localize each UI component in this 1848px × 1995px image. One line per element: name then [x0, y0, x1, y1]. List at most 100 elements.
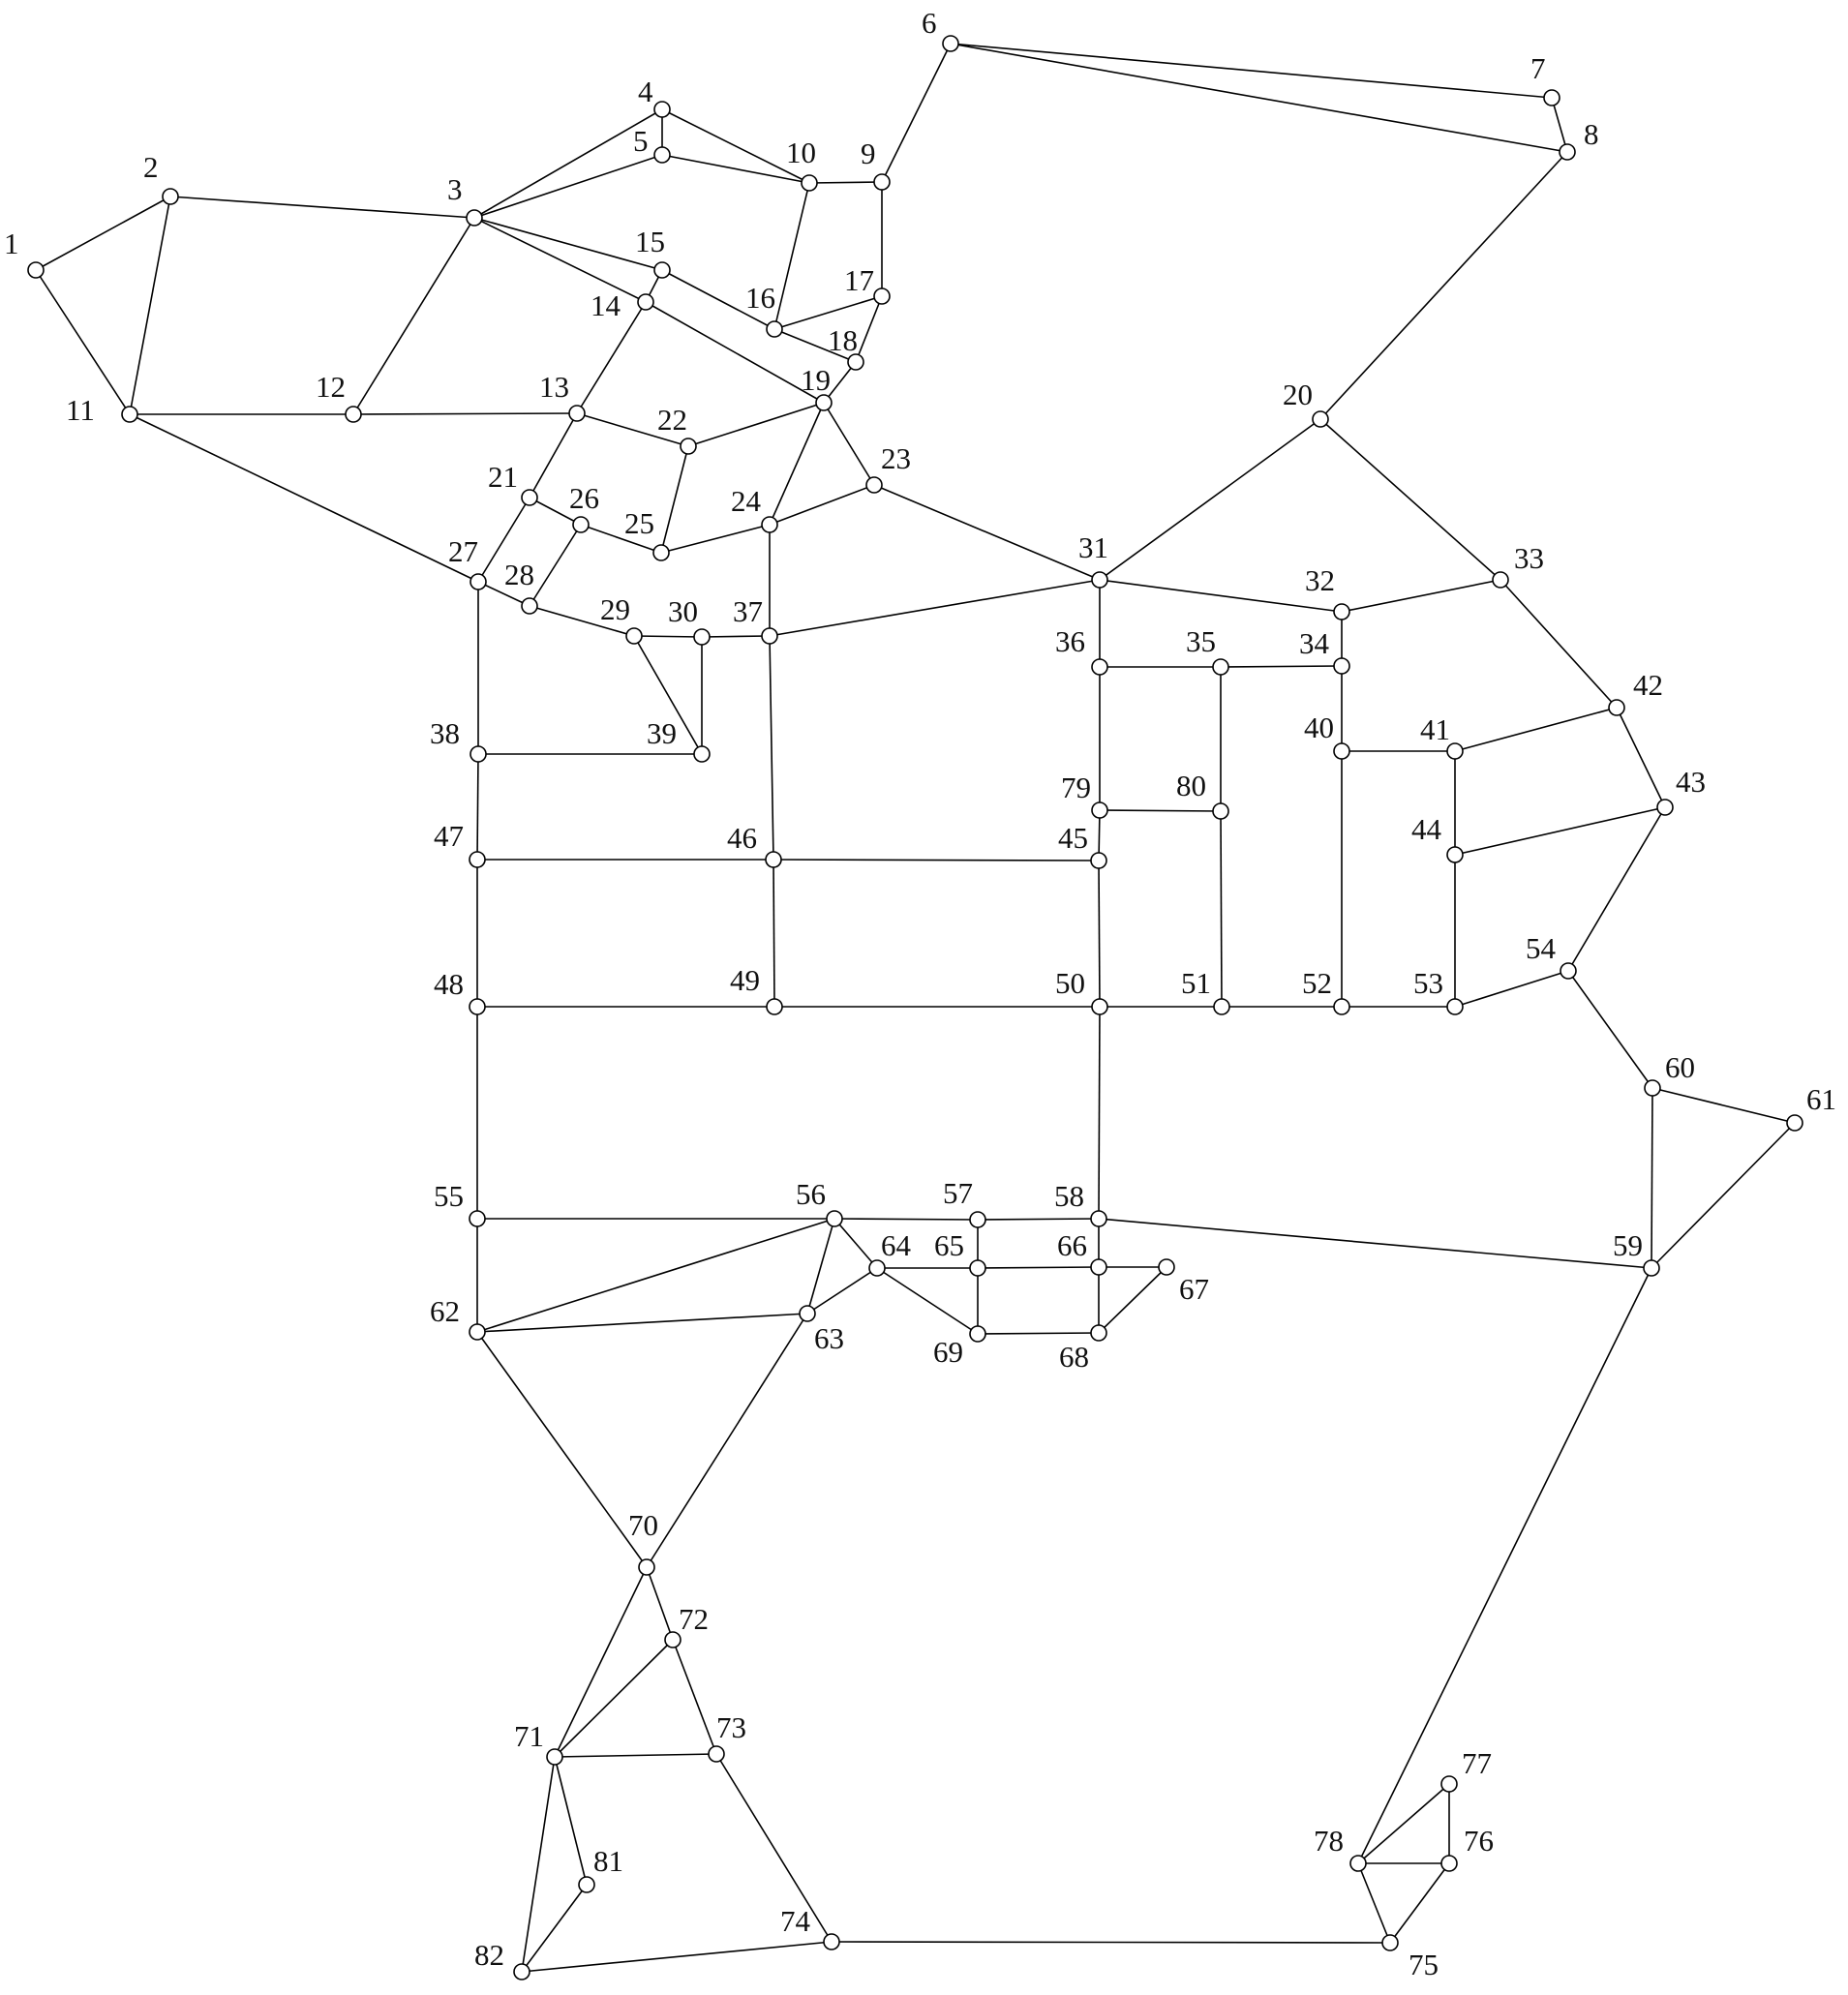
edge-20-31 [1099, 418, 1321, 581]
node-label-13: 13 [539, 370, 569, 404]
node-label-50: 50 [1055, 966, 1085, 1000]
edge-82-74 [521, 1941, 833, 1973]
node-label-47: 47 [434, 819, 464, 853]
node-16 [766, 320, 783, 338]
node-label-78: 78 [1314, 1824, 1344, 1858]
node-label-1: 1 [4, 227, 19, 260]
edge-12-13 [352, 412, 578, 415]
node-43 [1656, 799, 1674, 816]
node-58 [1090, 1210, 1107, 1227]
edge-63-64 [806, 1267, 878, 1315]
node-39 [693, 745, 711, 763]
node-21 [521, 489, 538, 506]
edge-72-73 [672, 1639, 717, 1755]
node-74 [823, 1933, 840, 1950]
node-label-69: 69 [933, 1335, 963, 1369]
edge-45-50 [1098, 860, 1101, 1008]
node-80 [1212, 802, 1229, 820]
node-label-43: 43 [1676, 765, 1706, 799]
edge-58-59 [1098, 1218, 1652, 1269]
edge-37-46 [769, 635, 774, 861]
node-20 [1312, 410, 1329, 428]
edge-28-29 [529, 605, 635, 637]
edge-8-20 [1319, 151, 1568, 420]
node-28 [521, 597, 538, 615]
node-35 [1212, 658, 1229, 676]
edge-62-70 [476, 1331, 648, 1568]
node-label-3: 3 [447, 172, 463, 206]
node-17 [873, 287, 891, 305]
node-label-68: 68 [1059, 1340, 1089, 1374]
edge-65-66 [977, 1266, 1100, 1269]
node-label-14: 14 [591, 288, 621, 322]
node-27 [470, 573, 487, 590]
node-label-10: 10 [786, 136, 816, 169]
node-72 [664, 1631, 682, 1648]
edge-57-58 [977, 1218, 1100, 1221]
node-label-21: 21 [488, 460, 518, 494]
node-label-29: 29 [600, 592, 630, 626]
edge-75-78 [1357, 1862, 1391, 1944]
node-label-49: 49 [730, 963, 760, 997]
edge-4-10 [661, 108, 810, 184]
node-18 [847, 353, 864, 371]
node-45 [1090, 852, 1107, 869]
edge-16-18 [773, 328, 857, 363]
node-label-65: 65 [934, 1228, 964, 1262]
node-75 [1381, 1934, 1399, 1951]
node-label-28: 28 [504, 558, 534, 591]
node-53 [1446, 998, 1464, 1015]
node-label-70: 70 [628, 1508, 658, 1542]
edge-53-54 [1454, 970, 1569, 1008]
edge-79-80 [1099, 809, 1222, 812]
edge-15-16 [661, 269, 775, 330]
node-label-15: 15 [635, 225, 665, 258]
edge-2-11 [129, 196, 171, 415]
node-label-67: 67 [1179, 1272, 1209, 1306]
edge-30-37 [701, 635, 771, 638]
node-8 [1559, 143, 1576, 161]
edge-26-25 [580, 524, 662, 554]
edge-31-32 [1099, 579, 1343, 613]
node-label-11: 11 [66, 393, 95, 427]
edge-46-49 [773, 859, 775, 1008]
edge-11-27 [129, 413, 479, 583]
node-15 [653, 261, 671, 279]
node-label-2: 2 [143, 150, 159, 184]
node-59 [1643, 1259, 1660, 1277]
node-label-35: 35 [1186, 624, 1216, 658]
edge-71-73 [554, 1753, 717, 1758]
node-55 [469, 1210, 486, 1227]
edge-23-31 [873, 484, 1101, 581]
node-34 [1333, 657, 1350, 675]
node-30 [693, 628, 711, 646]
edge-70-72 [646, 1566, 674, 1641]
edge-46-45 [773, 859, 1100, 861]
node-66 [1090, 1258, 1107, 1276]
node-label-66: 66 [1057, 1228, 1087, 1262]
node-6 [942, 35, 959, 52]
node-label-55: 55 [434, 1179, 464, 1213]
node-label-6: 6 [922, 6, 937, 40]
edge-1-11 [35, 269, 131, 415]
node-1 [27, 261, 45, 279]
node-label-61: 61 [1806, 1082, 1836, 1116]
node-label-77: 77 [1462, 1746, 1492, 1780]
edge-10-9 [808, 181, 883, 184]
node-label-74: 74 [780, 1904, 811, 1938]
node-label-4: 4 [638, 75, 653, 108]
edge-3-12 [352, 217, 475, 415]
node-42 [1608, 699, 1625, 716]
edge-7-8 [1551, 97, 1568, 153]
edge-72-71 [554, 1639, 674, 1758]
node-61 [1786, 1114, 1803, 1132]
edge-56-63 [806, 1218, 835, 1315]
node-51 [1213, 998, 1230, 1015]
node-26 [572, 516, 590, 533]
edge-2-3 [169, 196, 475, 219]
node-2 [162, 188, 179, 205]
node-31 [1091, 571, 1108, 589]
node-label-62: 62 [430, 1294, 460, 1328]
edge-20-33 [1319, 418, 1501, 581]
node-label-40: 40 [1304, 710, 1334, 744]
